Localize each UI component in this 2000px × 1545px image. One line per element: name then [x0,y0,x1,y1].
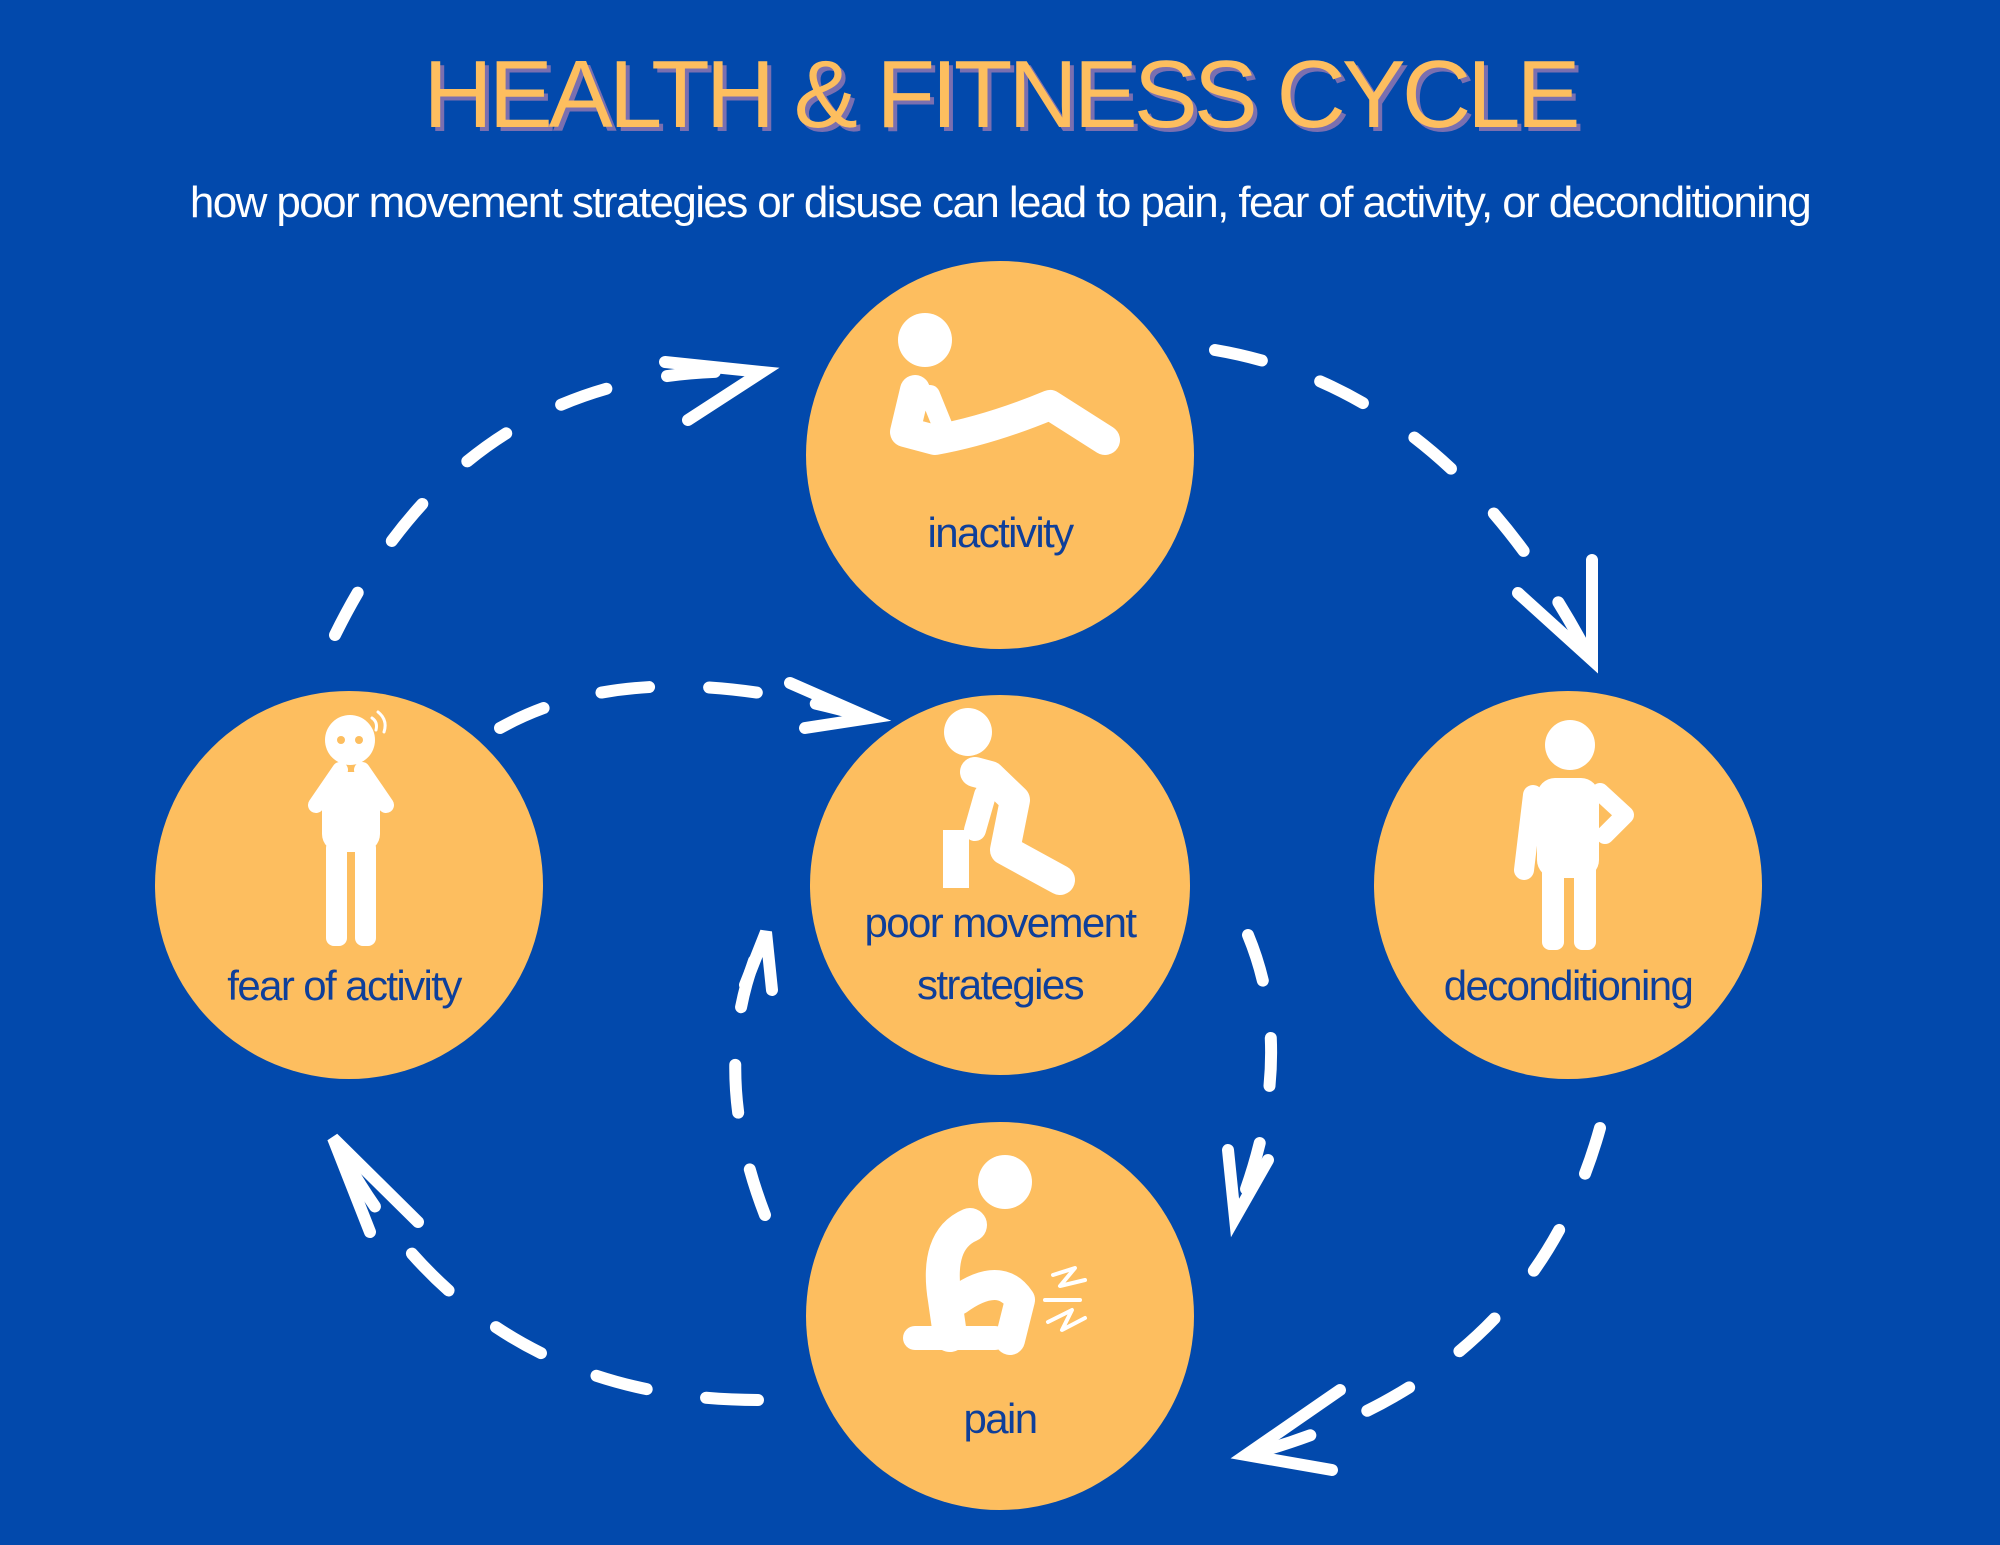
reclining-person-icon [890,313,1120,455]
arrow-inactivity-to-deconditioning [1209,344,1596,664]
arrow-pain-to-fear [329,1134,764,1406]
node-inactivity-label: inactivity [927,509,1074,556]
page-subtitle: how poor movement strategies or disuse c… [189,178,1812,227]
scared-person-icon [308,710,394,946]
node-fear-label: fear of activity [227,962,462,1009]
arrowhead-pain-small [1222,1144,1274,1238]
arrowhead-pain [1230,1384,1346,1476]
node-pain-label: pain [963,1395,1038,1442]
node-inactivity-circle [806,261,1194,649]
node-deconditioning-circle [1374,691,1762,1079]
node-poor-circle [810,695,1190,1075]
page-title: HEALTH & FITNESS CYCLE [423,41,1580,148]
arrow-poor-to-pain [1229,929,1278,1224]
arrowhead-deconditioning [1512,554,1598,674]
node-fear-circle [155,691,543,1079]
arrowhead-poor-top [784,677,892,734]
node-poor-label-line1: poor movement [864,899,1137,946]
arrow-fear-to-poor [494,680,876,734]
arrow-fear-to-inactivity [329,365,766,641]
node-poor-label-line2: strategies [916,961,1085,1008]
node-pain-circle [806,1122,1194,1510]
arrowhead-inactivity [659,356,780,426]
node-poor-label: poor movement strategies [820,892,1180,1016]
knee-pain-person-icon [903,1155,1087,1355]
arrow-deconditioning-to-pain [1242,1122,1606,1461]
kneeling-person-icon [943,708,1075,895]
node-deconditioning-label: deconditioning [1443,962,1694,1009]
standing-hand-on-belly-icon [1514,720,1634,950]
arrowhead-poor-bottom [739,929,778,996]
arrowhead-fear [327,1133,424,1238]
